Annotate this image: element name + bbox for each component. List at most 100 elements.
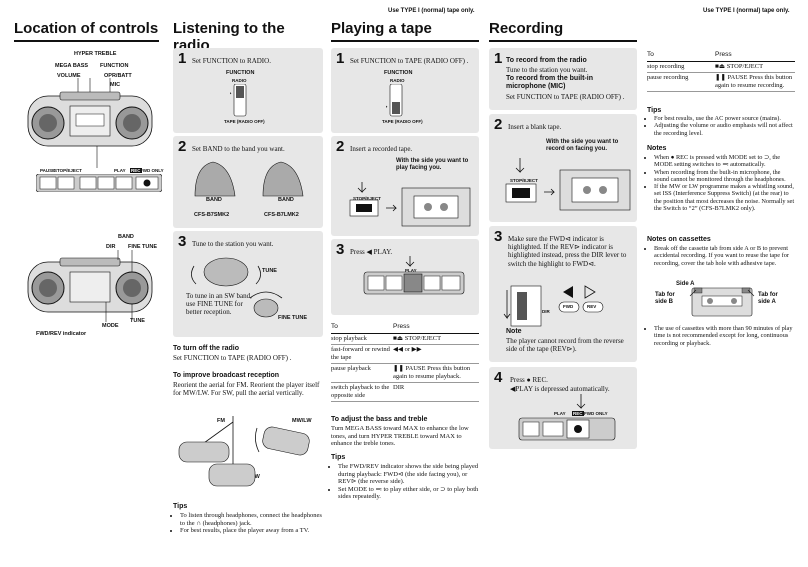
tape-step-1-number: 1 [336,50,345,67]
volume-label: VOLUME [57,73,81,79]
player-front-illustration [27,78,153,168]
radio-step-1-panel [173,48,323,133]
radio-tip-2: For best results, place the player away … [180,527,323,535]
table-cell: ◀◀ or ▶▶ [393,344,479,364]
tape-type-note-left: Use TYPE I (normal) tape only. [388,8,475,14]
fine-tune-label-step3: FINE TUNE [278,315,308,321]
radio-step1-function-label: FUNCTION [226,70,255,76]
function-switch-radio-illustration [230,84,247,117]
radio-step-3-number: 3 [178,233,187,250]
radio-step1-radio-label: RADIO [232,78,247,83]
fine-tune-label: FINE TUNE [128,244,158,250]
tape-title: Playing a tape [331,20,479,42]
rec-fwd-label: FWD [563,304,574,309]
tape-step2-stop-eject-label: STOP/EJECT [353,196,381,201]
tape-step-3-number: 3 [336,241,345,258]
radio-step-1-number: 1 [178,50,187,67]
tape-step-3-text: Press ◀ PLAY. [350,248,393,256]
band-label-a: BAND [206,197,222,203]
rec-step4-fwd-only-label: FWD ONLY [584,411,608,416]
rec-from-radio-title: To record from the radio [506,57,587,64]
table-cell: ■⏏ STOP/EJECT [393,333,479,345]
cassette-tab-a-label: Tab for side A [758,292,778,305]
location-title: Location of controls [14,20,159,42]
table-cell: ■⏏ STOP/EJECT [715,61,795,73]
mega-bass-label: MEGA BASS [55,63,89,69]
aerial-sw-label: SW [251,474,260,480]
rec-step4-rec-label: REC [572,411,584,416]
rec-step2-stop-eject-label: STOP/EJECT [510,178,538,183]
tape-table-header-press: Press [393,322,479,334]
model-b-label: CFS-B7LMK2 [264,212,299,218]
rec-step-2-number: 2 [494,116,503,133]
rec-from-radio-text: Tune to the station you want. [506,66,588,74]
rec-tips-title: Tips [647,107,662,114]
rec-table-header-to: To [647,50,715,62]
table-row: pause recording ❚❚ PAUSE Press this butt… [647,72,795,92]
recording-title: Recording [489,20,637,42]
rec-from-mic-text: Set FUNCTION to TAPE (RADIO OFF) . [506,93,625,101]
tape-controls-table: To Press stop playback ■⏏ STOP/EJECT fas… [331,322,479,402]
rec-label: REC [130,168,142,173]
table-row: fast-forward or rewind the tape ◀◀ or ▶▶ [331,344,479,364]
insert-blank-tape-illustration [505,158,631,211]
pause-label: PAUSE [40,168,56,173]
rec-step-3-number: 3 [494,228,503,245]
radio-step-2-number: 2 [178,138,187,155]
rec-step-4-number: 4 [494,369,503,386]
rec-step4-play-label: PLAY [554,411,566,416]
rec-tip-2: Adjusting the volume or audio emphasis w… [654,122,797,137]
rec-note-1: When ● REC is pressed with MODE set to ⊃… [654,154,797,169]
dir-label: DIR [106,244,116,250]
rec-step-4-text-1: Press ● REC. [510,376,548,384]
mic-label: MIC [110,82,121,88]
band-label-b: BAND [278,197,294,203]
aerial-orientation-illustration [178,416,310,487]
radio-step-3-panel [173,231,323,337]
table-cell: pause recording [647,72,715,92]
tape-step1-tape-label: TAPE (RADIO OFF) [382,119,423,124]
radio-step1-tape-label: TAPE (RADIO OFF) [224,119,265,124]
radio-tips-list: To listen through headphones, connect th… [173,512,323,535]
tape-step3-play-label: PLAY [405,268,417,273]
cassette-length-note: The use of cassettes with more than 90 m… [647,325,797,347]
rec-dir-label: DIR [542,309,550,314]
table-cell: pause playback [331,363,393,383]
rec-step3-note-title: Note [506,328,522,335]
stop-eject-label: STOP/EJECT [54,168,82,173]
cassette-note-1: Break off the cassette tab from side A o… [654,245,797,267]
improve-reception-text: Reorient the aerial for FM. Reorient the… [173,381,320,398]
bass-treble-title: To adjust the bass and treble [331,416,428,423]
tune-label-step3: TUNE [262,268,277,274]
rec-from-mic-title: To record from the built-in microphone (… [506,75,593,91]
bass-treble-text: Turn MEGA BASS toward MAX to enhance the… [331,425,469,448]
improve-reception-title: To improve broadcast reception [173,372,280,379]
insert-tape-illustration [349,182,471,227]
rec-tips-list: For best results, use the AC power sourc… [647,115,797,137]
cassette-tab-illustration [689,287,755,317]
rec-notes-list: When ● REC is pressed with MODE set to ⊃… [647,154,797,212]
player-back-illustration [27,250,153,322]
tape-step1-radio-label: RADIO [390,78,405,83]
rec-step-3-text: Make sure the FWD⊲ indicator is highligh… [508,235,627,268]
table-row: pause playback ❚❚ PAUSE Press this butto… [331,363,479,383]
radio-tip-1: To listen through headphones, connect th… [180,512,323,527]
table-cell: fast-forward or rewind the tape [331,344,393,364]
table-cell: ❚❚ PAUSE Press this button again to resu… [393,363,479,383]
tape-tip-1: The FWD/REV indicator shows the side bei… [338,463,479,486]
cassette-tab-b-label: Tab for side B [655,292,675,305]
rec-tip-1: For best results, use the AC power sourc… [654,115,797,122]
aerial-mwlw-label: MW/LW [292,418,312,424]
rec-notes-title: Notes [647,145,667,152]
rec-step3-note: The player cannot record from the revers… [506,337,624,354]
sw-fine-tune-note: To tune in an SW band, use FINE TUNE for… [186,292,252,317]
press-play-illustration [363,256,465,295]
radio-step-2-text: Set BAND to the band you want. [192,145,285,153]
turn-off-text: Set FUNCTION to TAPE (RADIO OFF) . [173,354,292,362]
mode-label: MODE [102,323,119,329]
model-a-label: CFS-B7SMK2 [194,212,230,218]
aerial-fm-label: FM [217,418,225,424]
radio-step-1-text: Set FUNCTION to RADIO. [192,57,271,65]
tune-dial-illustration [191,257,283,318]
tape-tips-list: The FWD/REV indicator shows the side bei… [331,463,479,501]
